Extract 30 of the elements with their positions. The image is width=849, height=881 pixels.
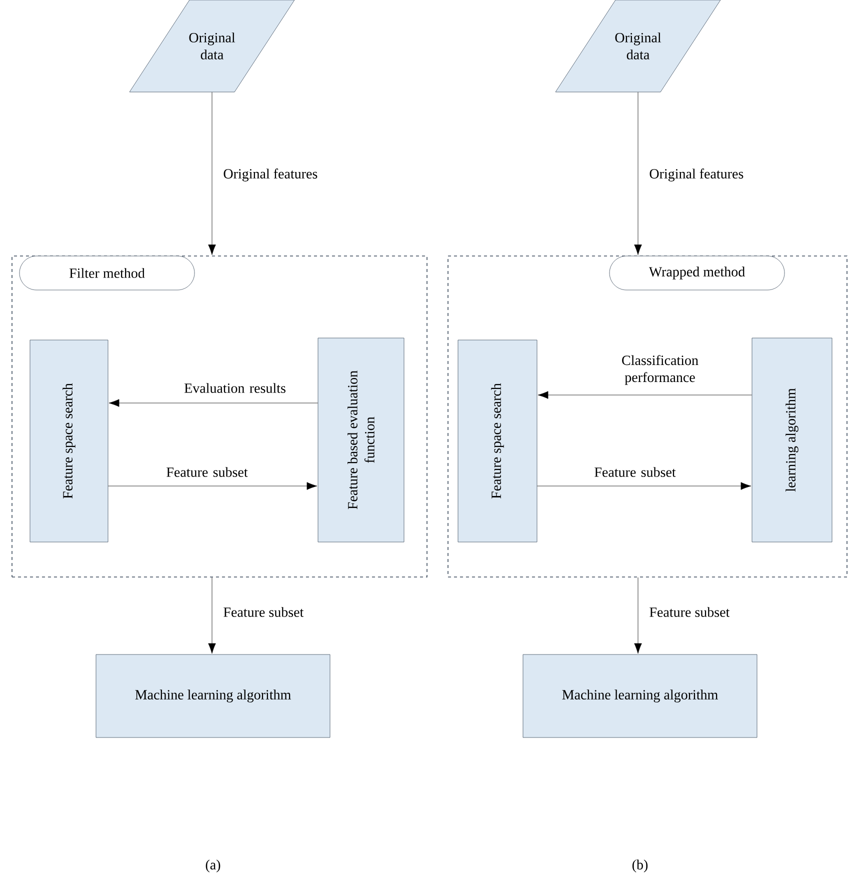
data-parallelogram: Original data [129, 0, 295, 92]
edge-label: Feature subset [594, 467, 676, 477]
panel-label: (a) [206, 860, 220, 872]
process-box: Feature space search [30, 340, 108, 542]
dashed-region [12, 256, 428, 578]
arrow [537, 482, 752, 490]
data-parallelogram: Original data [555, 0, 721, 92]
arrow [208, 577, 216, 654]
edge-label: Feature subset [224, 607, 304, 617]
process-box: Feature based evaluation function [318, 338, 404, 542]
arrow [108, 399, 318, 407]
dashed-region [448, 256, 848, 578]
process-box: Feature space search [458, 340, 538, 542]
edge-label: Evaluation results [184, 383, 286, 393]
edge-label: Feature subset [166, 467, 248, 477]
method-label: Filter method [19, 256, 195, 290]
edge-label: Original features [650, 168, 744, 182]
arrow [208, 92, 216, 255]
process-box: Machine learning algorithm [96, 654, 330, 738]
process-box: Machine learning algorithm [522, 654, 758, 738]
arrow [108, 482, 318, 490]
method-label: Wrapped method [609, 256, 785, 290]
edge-label: Classification performance [622, 355, 698, 385]
arrow [634, 92, 642, 255]
edge-label: Feature subset [650, 607, 730, 617]
panel-label: (b) [632, 860, 648, 872]
arrow [634, 577, 642, 654]
process-box: learning algorithm [752, 338, 832, 542]
edge-label: Original features [224, 168, 318, 182]
arrow [538, 391, 752, 399]
